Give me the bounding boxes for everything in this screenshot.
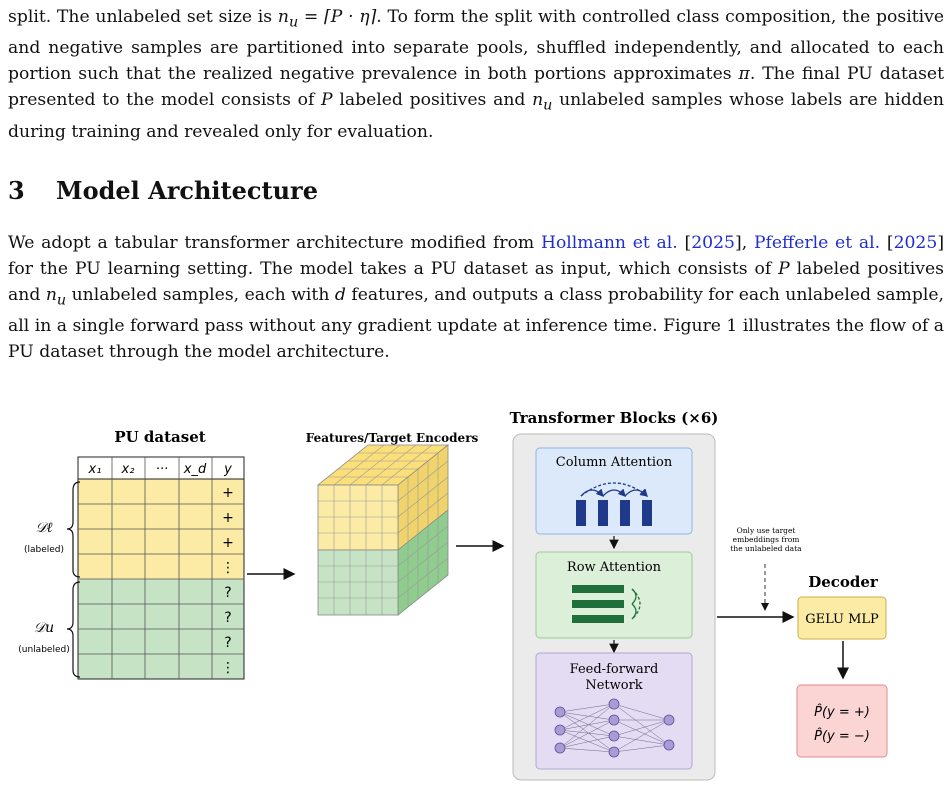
output-negative: P̂(y = −)	[814, 729, 870, 744]
note-line: the unlabeled data	[730, 544, 802, 553]
section-title: Model Architecture	[56, 176, 318, 205]
pu-dataset-table: x₁ x₂ ··· x_d y + + + ⋮ ? ? ? ⋮ 𝒟ℓ (labe…	[18, 456, 245, 680]
text-segment: allocated to each portion such that the …	[8, 38, 944, 85]
math-sub: u	[56, 292, 67, 309]
citation-link-pfefferle[interactable]: Pfefferle et al.	[753, 233, 881, 253]
note-line: Only use target	[737, 526, 796, 535]
architecture-figure: PU dataset x₁ x₂ ··· x_d y +	[18, 409, 888, 781]
note-line: embeddings from	[733, 535, 800, 544]
label-unknown: ?	[224, 610, 231, 626]
text-segment: unlabeled samples, each with	[66, 285, 335, 305]
text-segment: We adopt a tabular transformer architect…	[8, 233, 541, 253]
paragraph-architecture: We adopt a tabular transformer architect…	[8, 233, 945, 363]
column-attention-block: Column Attention	[535, 447, 693, 535]
math-expression: = ⌈P · η⌉	[298, 7, 377, 27]
math-P: P	[778, 259, 790, 279]
text-segment: labeled positives and	[332, 90, 533, 111]
label-unknown: ?	[224, 635, 231, 651]
citation-year-link[interactable]: 2025	[893, 233, 938, 253]
note-target-embeddings: Only use target embeddings from the unla…	[730, 526, 802, 553]
column-header-x2: x₂	[121, 462, 135, 477]
math-P: P	[321, 90, 333, 111]
decoder-title: Decoder	[808, 573, 879, 591]
row-attention-block: Row Attention	[535, 551, 693, 639]
brace-labeled	[66, 481, 81, 578]
text-segment: samples whose labels are hidden during t…	[8, 90, 944, 142]
text-segment: features, and outputs a class probabilit…	[8, 285, 944, 363]
transformer-title: Transformer Blocks (×6)	[510, 409, 719, 427]
ffn-label-line1: Feed-forward	[570, 662, 659, 677]
text-segment: labeled positives and	[8, 259, 944, 305]
math-n: n	[277, 7, 289, 27]
text-segment: for the PU learning setting. The model t…	[8, 259, 779, 279]
math-d: d	[334, 285, 346, 305]
label-unknown: ?	[224, 585, 231, 601]
gelu-mlp-box	[797, 596, 887, 640]
math-sub: u	[288, 14, 299, 31]
math-n: n	[532, 90, 544, 111]
citation-year-link[interactable]: 2025	[691, 233, 735, 253]
column-attention-label: Column Attention	[556, 455, 673, 470]
label-positive: +	[222, 535, 234, 551]
text-segment: ,	[741, 233, 754, 253]
math-n: n	[45, 285, 57, 305]
label-positive: +	[222, 510, 234, 526]
labeled-set-symbol: 𝒟ℓ	[35, 520, 52, 536]
text-segment: the positive and negative samples are pa…	[8, 7, 944, 59]
encoder-cube	[316, 444, 450, 616]
text-segment: split. The unlabeled set size is	[8, 7, 278, 27]
gelu-mlp-label: GELU MLP	[805, 612, 879, 627]
column-header-xd: x_d	[183, 462, 207, 477]
text-segment: . The final PU dataset presented to the …	[8, 64, 945, 111]
column-header-x1: x₁	[88, 462, 102, 477]
ffn-label-line2: Network	[585, 678, 642, 693]
paragraph-intro: split. The unlabeled set size is nu = ⌈P…	[8, 4, 944, 145]
citation-link-hollmann[interactable]: Hollmann et al.	[540, 233, 678, 253]
math-sub: u	[543, 97, 553, 114]
label-positive: +	[222, 485, 234, 501]
label-unknown-ellipsis: ⋮	[221, 660, 235, 676]
text-segment: . To form the split with controlled clas…	[376, 7, 837, 27]
output-positive: P̂(y = +)	[814, 705, 870, 720]
section-number: 3	[8, 176, 25, 205]
label-positive-ellipsis: ⋮	[221, 560, 235, 576]
text-segment: unlabeled	[552, 90, 645, 111]
pu-dataset-title: PU dataset	[114, 428, 205, 446]
unlabeled-caption: (unlabeled)	[18, 645, 69, 655]
section-heading: 3 Model Architecture	[8, 176, 318, 205]
unlabeled-set-symbol: 𝒟u	[34, 620, 54, 636]
column-header-dots: ···	[156, 462, 168, 477]
output-probability-box	[796, 684, 888, 758]
column-header-y: y	[223, 462, 232, 477]
brace-unlabeled	[66, 581, 81, 678]
feed-forward-block: Feed-forward Network	[535, 652, 693, 770]
math-pi: π	[738, 64, 750, 85]
row-attention-label: Row Attention	[567, 560, 662, 575]
labeled-caption: (labeled)	[24, 545, 64, 555]
encoders-title: Features/Target Encoders	[306, 431, 479, 445]
